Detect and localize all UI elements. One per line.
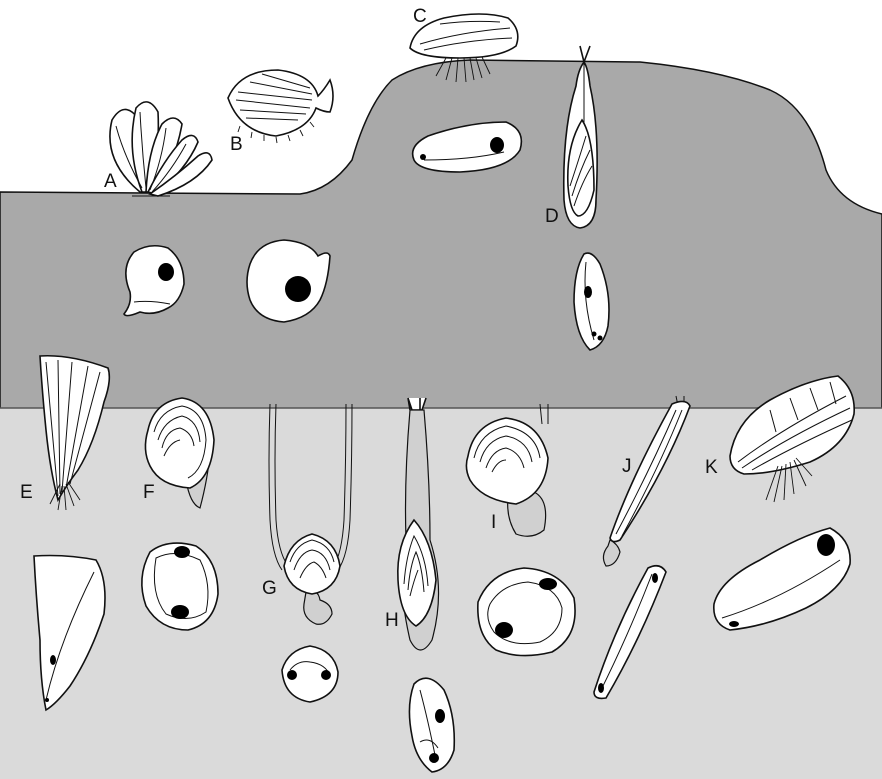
- label-b: B: [230, 134, 243, 155]
- specimen-f-interior: [142, 543, 218, 630]
- specimen-i-interior: [478, 568, 575, 656]
- specimen-g-interior: [282, 646, 338, 702]
- label-h: H: [385, 610, 399, 631]
- specimen-a: [110, 102, 212, 196]
- label-j: J: [622, 456, 632, 477]
- label-i: I: [491, 512, 496, 533]
- specimen-b: [228, 70, 333, 143]
- label-a: A: [104, 171, 117, 192]
- label-e: E: [20, 482, 33, 503]
- label-d: D: [545, 206, 559, 227]
- label-f: F: [143, 482, 155, 503]
- label-k: K: [705, 457, 718, 478]
- label-g: G: [262, 578, 277, 599]
- label-c: C: [413, 6, 427, 27]
